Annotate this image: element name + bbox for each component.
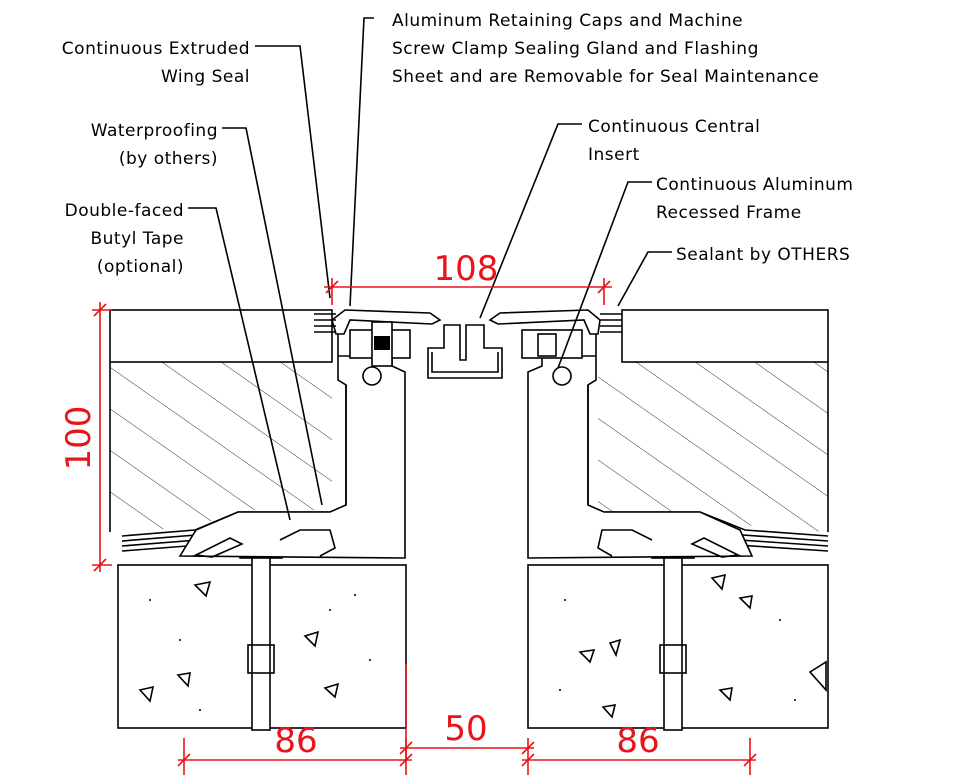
right-hatched-concrete — [598, 362, 829, 532]
label-aluminum-frame: Continuous Aluminum Recessed Frame — [656, 175, 853, 223]
dimension-gap: 50 — [399, 664, 535, 775]
left-wing-seal — [314, 313, 336, 333]
right-anchor-bolt — [651, 539, 695, 731]
svg-text:Recessed Frame: Recessed Frame — [656, 203, 802, 223]
svg-text:Waterproofing: Waterproofing — [91, 121, 218, 141]
svg-text:108: 108 — [434, 249, 499, 289]
left-hatched-concrete — [109, 362, 332, 532]
label-wing-seal: Continuous Extruded Wing Seal — [62, 39, 250, 87]
dimension-top-width: 108 — [324, 249, 612, 305]
dimension-depth: 100 — [59, 302, 112, 572]
svg-text:(by others): (by others) — [119, 149, 218, 169]
label-butyl-tape: Double-faced Butyl Tape (optional) — [65, 201, 184, 277]
svg-text:Screw Clamp Sealing Gland and: Screw Clamp Sealing Gland and Flashing — [392, 39, 759, 59]
svg-text:Aluminum Retaining Caps and Ma: Aluminum Retaining Caps and Machine — [392, 11, 743, 31]
label-central-insert: Continuous Central Insert — [588, 117, 760, 165]
svg-text:86: 86 — [616, 721, 659, 761]
svg-text:(optional): (optional) — [97, 257, 184, 277]
svg-text:Continuous Aluminum: Continuous Aluminum — [656, 175, 853, 195]
left-anchor-bolt — [239, 539, 283, 731]
svg-text:Butyl Tape: Butyl Tape — [90, 229, 184, 249]
svg-text:Sheet and are Removable for Se: Sheet and are Removable for Seal Mainten… — [392, 67, 819, 87]
right-wing-seal — [600, 313, 622, 333]
left-retaining-cap — [331, 309, 442, 367]
svg-text:50: 50 — [444, 709, 487, 749]
svg-text:Continuous Extruded: Continuous Extruded — [62, 39, 250, 59]
svg-text:Wing Seal: Wing Seal — [161, 67, 250, 87]
central-insert-gland — [427, 324, 503, 379]
leader-lines — [188, 17, 672, 521]
svg-text:Continuous Central: Continuous Central — [588, 117, 760, 137]
label-retaining-caps: Aluminum Retaining Caps and Machine Scre… — [392, 11, 819, 87]
dimension-right-base: 86 — [521, 721, 757, 775]
svg-text:100: 100 — [59, 406, 99, 471]
right-retaining-cap — [488, 309, 601, 359]
left-topping-slab — [109, 309, 333, 363]
dimension-left-base: 86 — [177, 721, 413, 775]
label-waterproofing: Waterproofing (by others) — [91, 121, 218, 169]
svg-text:86: 86 — [274, 721, 317, 761]
svg-text:Sealant by OTHERS: Sealant by OTHERS — [676, 245, 850, 265]
svg-text:Insert: Insert — [588, 145, 640, 165]
label-sealant: Sealant by OTHERS — [676, 245, 850, 265]
right-topping-slab — [621, 309, 829, 363]
svg-text:Double-faced: Double-faced — [65, 201, 184, 221]
